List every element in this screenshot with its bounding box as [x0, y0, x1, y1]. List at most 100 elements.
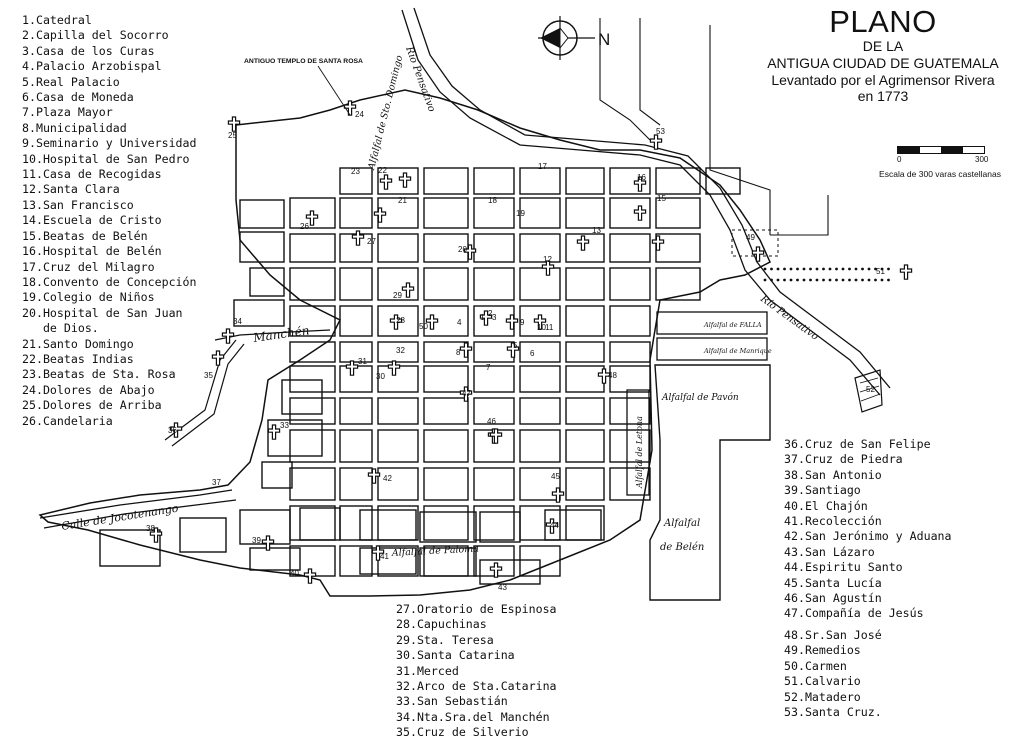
city-block — [565, 505, 605, 541]
alfalfal-letona-field — [626, 389, 650, 496]
legend-entry: 16.Hospital de Belén — [22, 244, 162, 259]
legend-entry: 32.Arco de Sta.Catarina — [396, 679, 557, 694]
map-number-label: 9 — [520, 318, 525, 327]
city-block — [339, 341, 373, 363]
calvario-dot — [848, 267, 851, 271]
city-block — [609, 467, 651, 501]
leader-antiguo-templo — [317, 65, 351, 116]
legend-entry: 25.Dolores de Arriba — [22, 398, 162, 413]
city-block — [609, 197, 651, 229]
legend-entry: 9.Seminario y Universidad — [22, 136, 197, 151]
church-cross-icon — [459, 342, 473, 358]
city-block — [377, 467, 419, 501]
city-block — [261, 461, 293, 489]
city-block — [239, 509, 291, 545]
city-block — [655, 267, 701, 301]
city-block — [249, 547, 301, 571]
city-block — [239, 231, 285, 263]
scale-end: 300 — [975, 155, 989, 164]
city-block — [544, 509, 602, 541]
legend-entry: 47.Compañía de Jesús — [784, 606, 924, 621]
calvario-dot — [835, 278, 838, 282]
city-block — [519, 429, 561, 463]
city-block — [299, 507, 341, 541]
map-number-label: 39 — [252, 536, 261, 545]
calvario-dot — [887, 267, 890, 271]
city-block — [339, 197, 373, 229]
map-number-label: 1 — [480, 313, 485, 322]
church-cross-icon — [597, 368, 611, 384]
church-cross-icon — [576, 235, 590, 251]
scale-bar-graphic — [897, 146, 985, 154]
church-cross-icon — [751, 246, 765, 262]
legend-entry: 37.Cruz de Piedra — [784, 452, 903, 467]
calvario-dot — [822, 267, 825, 271]
title-plano: PLANO — [829, 4, 937, 39]
scale-caption: Escala de 300 varas castellanas — [879, 169, 1001, 179]
church-cross-icon — [633, 176, 647, 192]
city-block — [565, 305, 605, 337]
city-block — [339, 467, 373, 501]
city-block — [609, 305, 651, 337]
city-block — [377, 397, 419, 425]
map-number-label: 24 — [355, 110, 364, 119]
city-block — [423, 267, 469, 301]
legend-entry: 20.Hospital de San Juan — [22, 305, 183, 320]
city-block — [565, 467, 605, 501]
legend-entry: 5.Real Palacio — [22, 74, 120, 89]
city-block — [519, 197, 561, 229]
calvario-dot — [789, 278, 793, 282]
city-block — [519, 267, 561, 301]
map-number-label: 22 — [378, 166, 387, 175]
church-cross-icon — [227, 116, 241, 132]
city-blocks — [99, 167, 741, 585]
calvario-dot — [887, 278, 890, 282]
label-alfalfal-paloma: Alfalfal de Paloma — [391, 543, 480, 559]
calvario-dot — [770, 267, 773, 271]
city-block — [473, 341, 515, 363]
legend-entry: 10.Hospital de San Pedro — [22, 151, 190, 166]
legend-entry: 17.Cruz del Milagro — [22, 259, 155, 274]
city-block — [473, 267, 515, 301]
calvario-dot — [880, 278, 884, 282]
church-cross-icon — [303, 568, 317, 584]
city-block — [473, 397, 515, 425]
church-cross-icon — [533, 314, 547, 330]
calvario-dot — [854, 278, 858, 282]
city-block — [339, 365, 373, 393]
city-block — [609, 397, 651, 425]
label-rio-pensativo-north: Río Pensativo — [403, 44, 437, 113]
city-block — [479, 511, 521, 543]
church-cross-icon — [149, 527, 163, 543]
map-number-label: 44 — [550, 521, 559, 530]
city-block — [655, 167, 701, 195]
city-block — [423, 467, 469, 501]
city-block — [565, 167, 605, 195]
city-block — [565, 341, 605, 363]
city-block — [233, 299, 285, 327]
calvario-dot — [796, 278, 799, 282]
church-cross-icon — [463, 244, 477, 260]
legend-entry: 43.San Lázaro — [784, 544, 875, 559]
calvario-dot — [783, 278, 786, 282]
label-alfalfal-letona: Alfalfal de Letona — [635, 416, 644, 489]
church-cross-icon — [489, 562, 503, 578]
map-number-label: 3 — [492, 313, 497, 322]
church-cross-icon — [267, 424, 281, 440]
map-number-label: 33 — [280, 421, 289, 430]
city-block — [473, 197, 515, 229]
city-block — [705, 167, 741, 195]
legend-entry: 27.Oratorio de Espinosa — [396, 602, 557, 616]
church-cross-icon — [649, 134, 663, 150]
legend-entry: 48.Sr.San José — [784, 628, 882, 642]
title-block: PLANO DE LA ANTIGUA CIUDAD DE GUATEMALA … — [748, 4, 1018, 105]
calvario-dot — [802, 267, 806, 271]
church-cross-icon — [398, 172, 412, 188]
calvario-dot — [763, 267, 767, 271]
calvario-dot — [809, 278, 812, 282]
map-number-label: 51 — [876, 267, 885, 276]
city-block — [565, 365, 605, 393]
